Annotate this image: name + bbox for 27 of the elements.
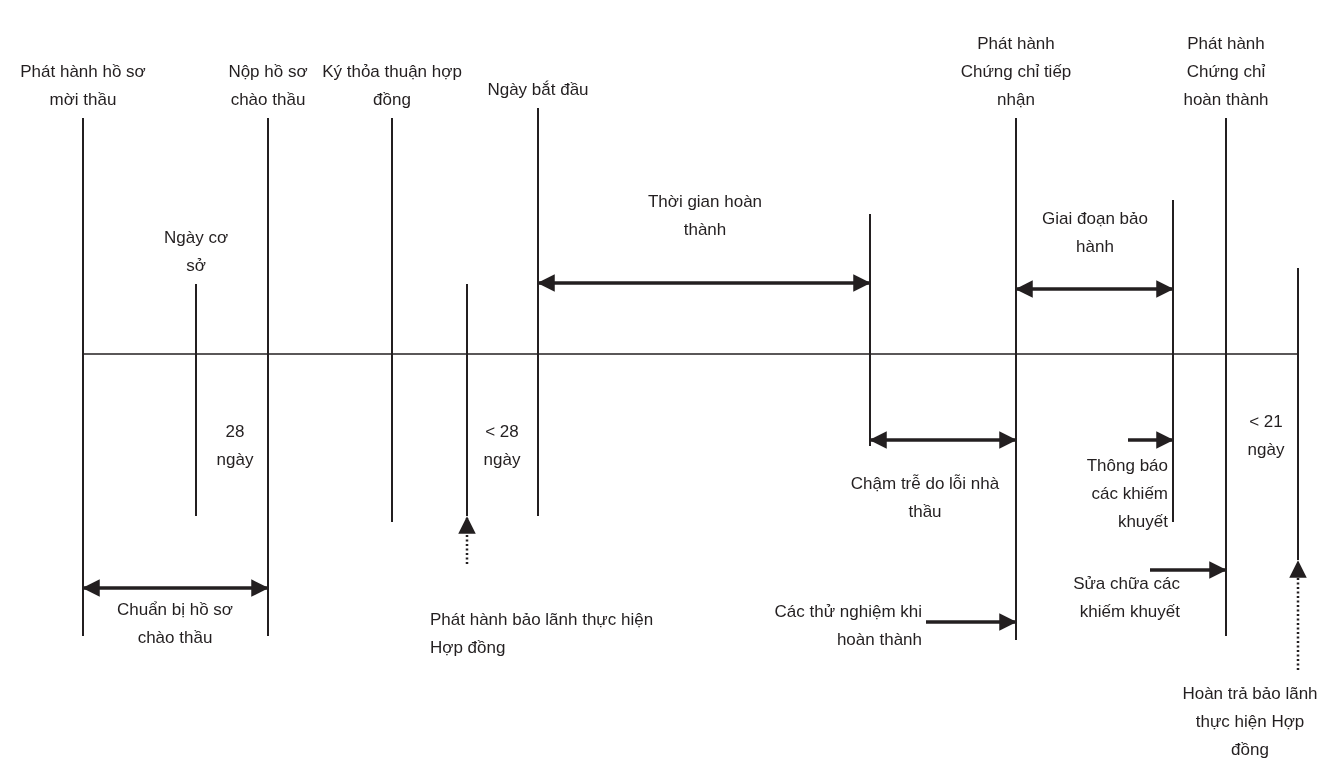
event-label: Phát hành bảo lãnh thực hiện Hợp đồng	[430, 606, 660, 662]
arrow	[82, 579, 269, 597]
arrow	[1150, 561, 1227, 579]
arrow	[1289, 560, 1307, 670]
milestone-label: Phát hành hồ sơ mời thầu	[19, 61, 147, 111]
tick-line	[1297, 268, 1299, 560]
arrow	[1015, 280, 1174, 298]
tick-line	[1172, 200, 1174, 522]
milestone-label: Phát hành Chứng chỉ tiếp nhận	[959, 33, 1073, 111]
arrow	[869, 431, 1017, 449]
tick-line	[466, 284, 468, 516]
milestone-label: Phát hành Chứng chỉ hoàn thành	[1182, 33, 1270, 111]
event-label: Hoàn trả bảo lãnh thực hiện Hợp đồng	[1180, 680, 1320, 764]
arrow	[926, 613, 1017, 631]
event-label: Sửa chữa các khiếm khuyết	[1030, 570, 1180, 626]
milestone-label: Ngày cơ sở	[162, 227, 230, 277]
dimension-label: < 28 ngày	[482, 421, 522, 471]
tick-line	[869, 214, 871, 446]
milestone-label: Ký thỏa thuận hợp đồng	[321, 61, 463, 111]
event-label: Các thử nghiệm khi hoàn thành	[740, 598, 922, 654]
dimension-label: 28 ngày	[215, 421, 255, 471]
milestone-label: Ngày bắt đầu	[486, 79, 590, 101]
event-label: Thông báo các khiếm khuyết	[1060, 452, 1168, 536]
arrow	[1128, 431, 1174, 449]
dimension-label: < 21 ngày	[1246, 411, 1286, 461]
arrow	[458, 516, 476, 564]
arrow	[537, 274, 871, 292]
